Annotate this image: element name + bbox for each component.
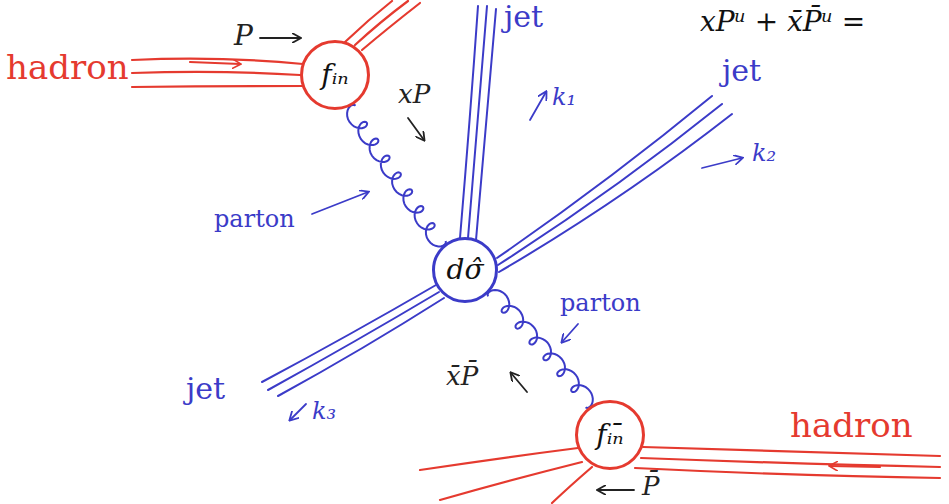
momentum-label: k₂ [752,140,776,168]
node-text: fᵢₙ̄ [596,419,623,451]
jet-label: jet [722,54,761,89]
momentum-label: k₁ [552,84,576,112]
jet-label: jet [186,372,225,407]
hadron-label: hadron [790,406,913,445]
momentum-label: x̄P̄ [446,362,478,392]
momentum-label: xP [398,80,430,110]
node-text: dσ̂ [446,254,483,286]
hadron-lines [132,1,940,503]
momentum-label: P [234,20,253,52]
momentum-label: P̄ [642,472,660,502]
pdf-blob: fᵢₙ [300,40,370,110]
momentum-label: k₃ [312,398,336,426]
jet-lines [262,6,732,396]
parton-label: parton [214,206,295,234]
gluon-line [347,105,446,247]
jet-label: jet [504,0,543,35]
momentum-arrows [260,38,742,490]
momentum-formula: xPᵘ + x̄P̄ᵘ = [700,6,865,38]
hadron-label: hadron [6,48,129,87]
pdf-blob: fᵢₙ̄ [575,400,645,470]
hard-process-blob: dσ̂ [432,237,498,303]
node-text: fᵢₙ [321,59,348,91]
parton-label: parton [560,290,641,318]
